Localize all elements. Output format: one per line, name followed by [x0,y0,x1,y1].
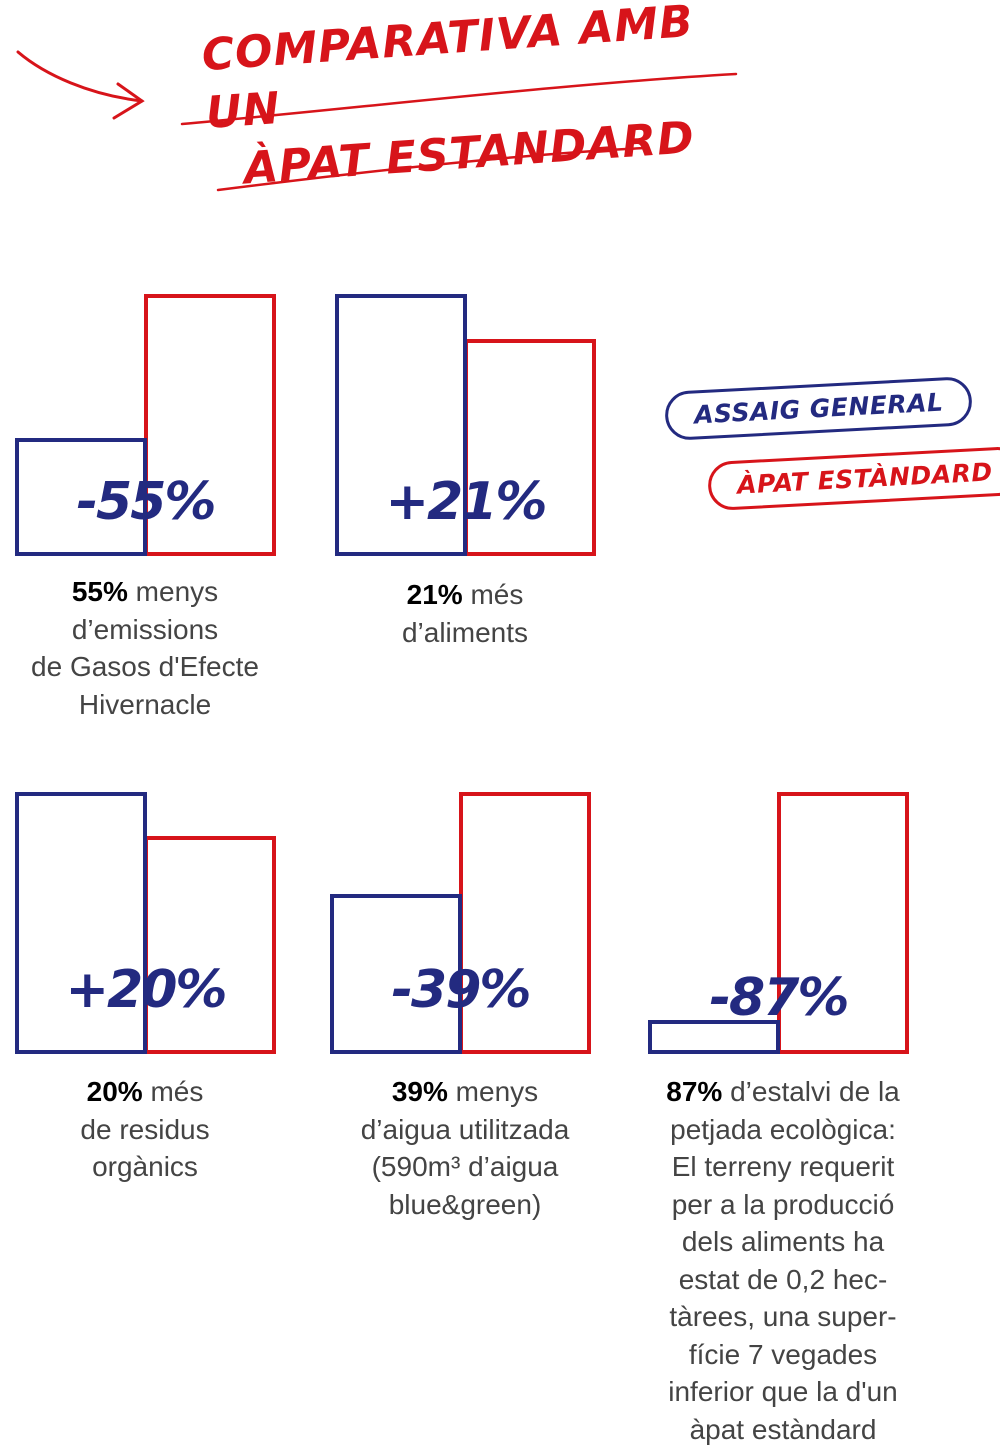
caption-highlight: 39% [391,1076,448,1107]
caption-first-line: 55% menys [71,576,219,607]
caption-line: El terreny requerit [671,1151,895,1182]
bar-chart-caption: 39% menys d’aigua utilitzada (590m³ d’aigu… [320,1073,610,1223]
percent-label: +20% [65,960,227,1020]
caption-line: per a la producció [671,1188,895,1220]
bar-chart-svg [648,792,909,1054]
caption-line: Hivernacle [78,688,212,720]
caption-line: dels aliments ha [681,1226,885,1257]
caption-line: blue&green) [388,1188,542,1220]
caption-line: estat de 0,2 hec- [678,1263,888,1295]
percent-label: +21% [385,472,547,532]
caption-highlight: 20% [86,1076,143,1107]
bar-chart-3: +20% [15,792,276,1054]
caption-highlight: 55% [71,576,128,607]
caption-line: àpat estàndard [689,1413,877,1445]
caption-first-line: 20% més [86,1076,204,1107]
bar-chart-4: -39% [330,792,591,1054]
caption-line: de residus [80,1113,210,1145]
caption-line: orgànics [92,1151,198,1182]
bar-chart-5: -87% [648,792,909,1054]
bar-assaig-general [330,894,462,1054]
bar-chart-1: -55% [15,294,276,556]
title-underline [180,72,738,192]
bar-assaig-general [648,1020,780,1054]
bar-chart-svg [330,792,591,1054]
percent-label: -39% [391,960,531,1020]
caption-line: d’aigua utilitzada [360,1113,570,1145]
caption-line: (590m³ d’aigua [371,1151,559,1182]
bar-chart-svg [15,294,276,556]
caption-line: de Gasos d'Efecte [31,651,259,682]
bar-chart-svg [335,294,596,556]
caption-first-line: 87% d’estalvi de la [666,1076,900,1107]
legend-assaig-general: ASSAIG GENERAL [663,375,974,442]
bar-chart-svg [15,792,276,1054]
bar-chart-2: +21% [335,294,596,556]
caption-line: tàrees, una super- [669,1301,897,1332]
bar-assaig-general [335,294,467,556]
bar-chart-caption: 87% d’estalvi de la petjada ecològica: El … [633,1073,933,1448]
caption-first-line: 39% menys [391,1076,539,1107]
bar-chart-caption: 20% més de residus orgànics [0,1073,290,1186]
caption-highlight: 87% [666,1076,723,1107]
percent-label: -55% [76,472,216,532]
caption-line: petjada ecològica: [670,1113,896,1145]
legend-apat-estandard: ÀPAT ESTÀNDARD [706,445,1000,512]
caption-line: d’emissions [71,613,219,645]
bar-chart-caption: 21% més d’aliments [320,576,610,651]
caption-line: fície 7 vegades [688,1338,878,1370]
bar-assaig-general [15,438,147,556]
decoration-layer [16,50,738,192]
caption-highlight: 21% [406,579,463,610]
caption-first-line: 21% més [406,579,524,610]
bar-assaig-general [15,792,147,1054]
bar-apat-estandard [144,294,276,556]
bar-apat-estandard [777,792,909,1054]
caption-line: inferior que la d'un [668,1376,898,1407]
hand-drawn-arrow-icon [16,50,145,120]
caption-line: d’aliments [401,616,529,648]
percent-label: -87% [709,968,849,1028]
